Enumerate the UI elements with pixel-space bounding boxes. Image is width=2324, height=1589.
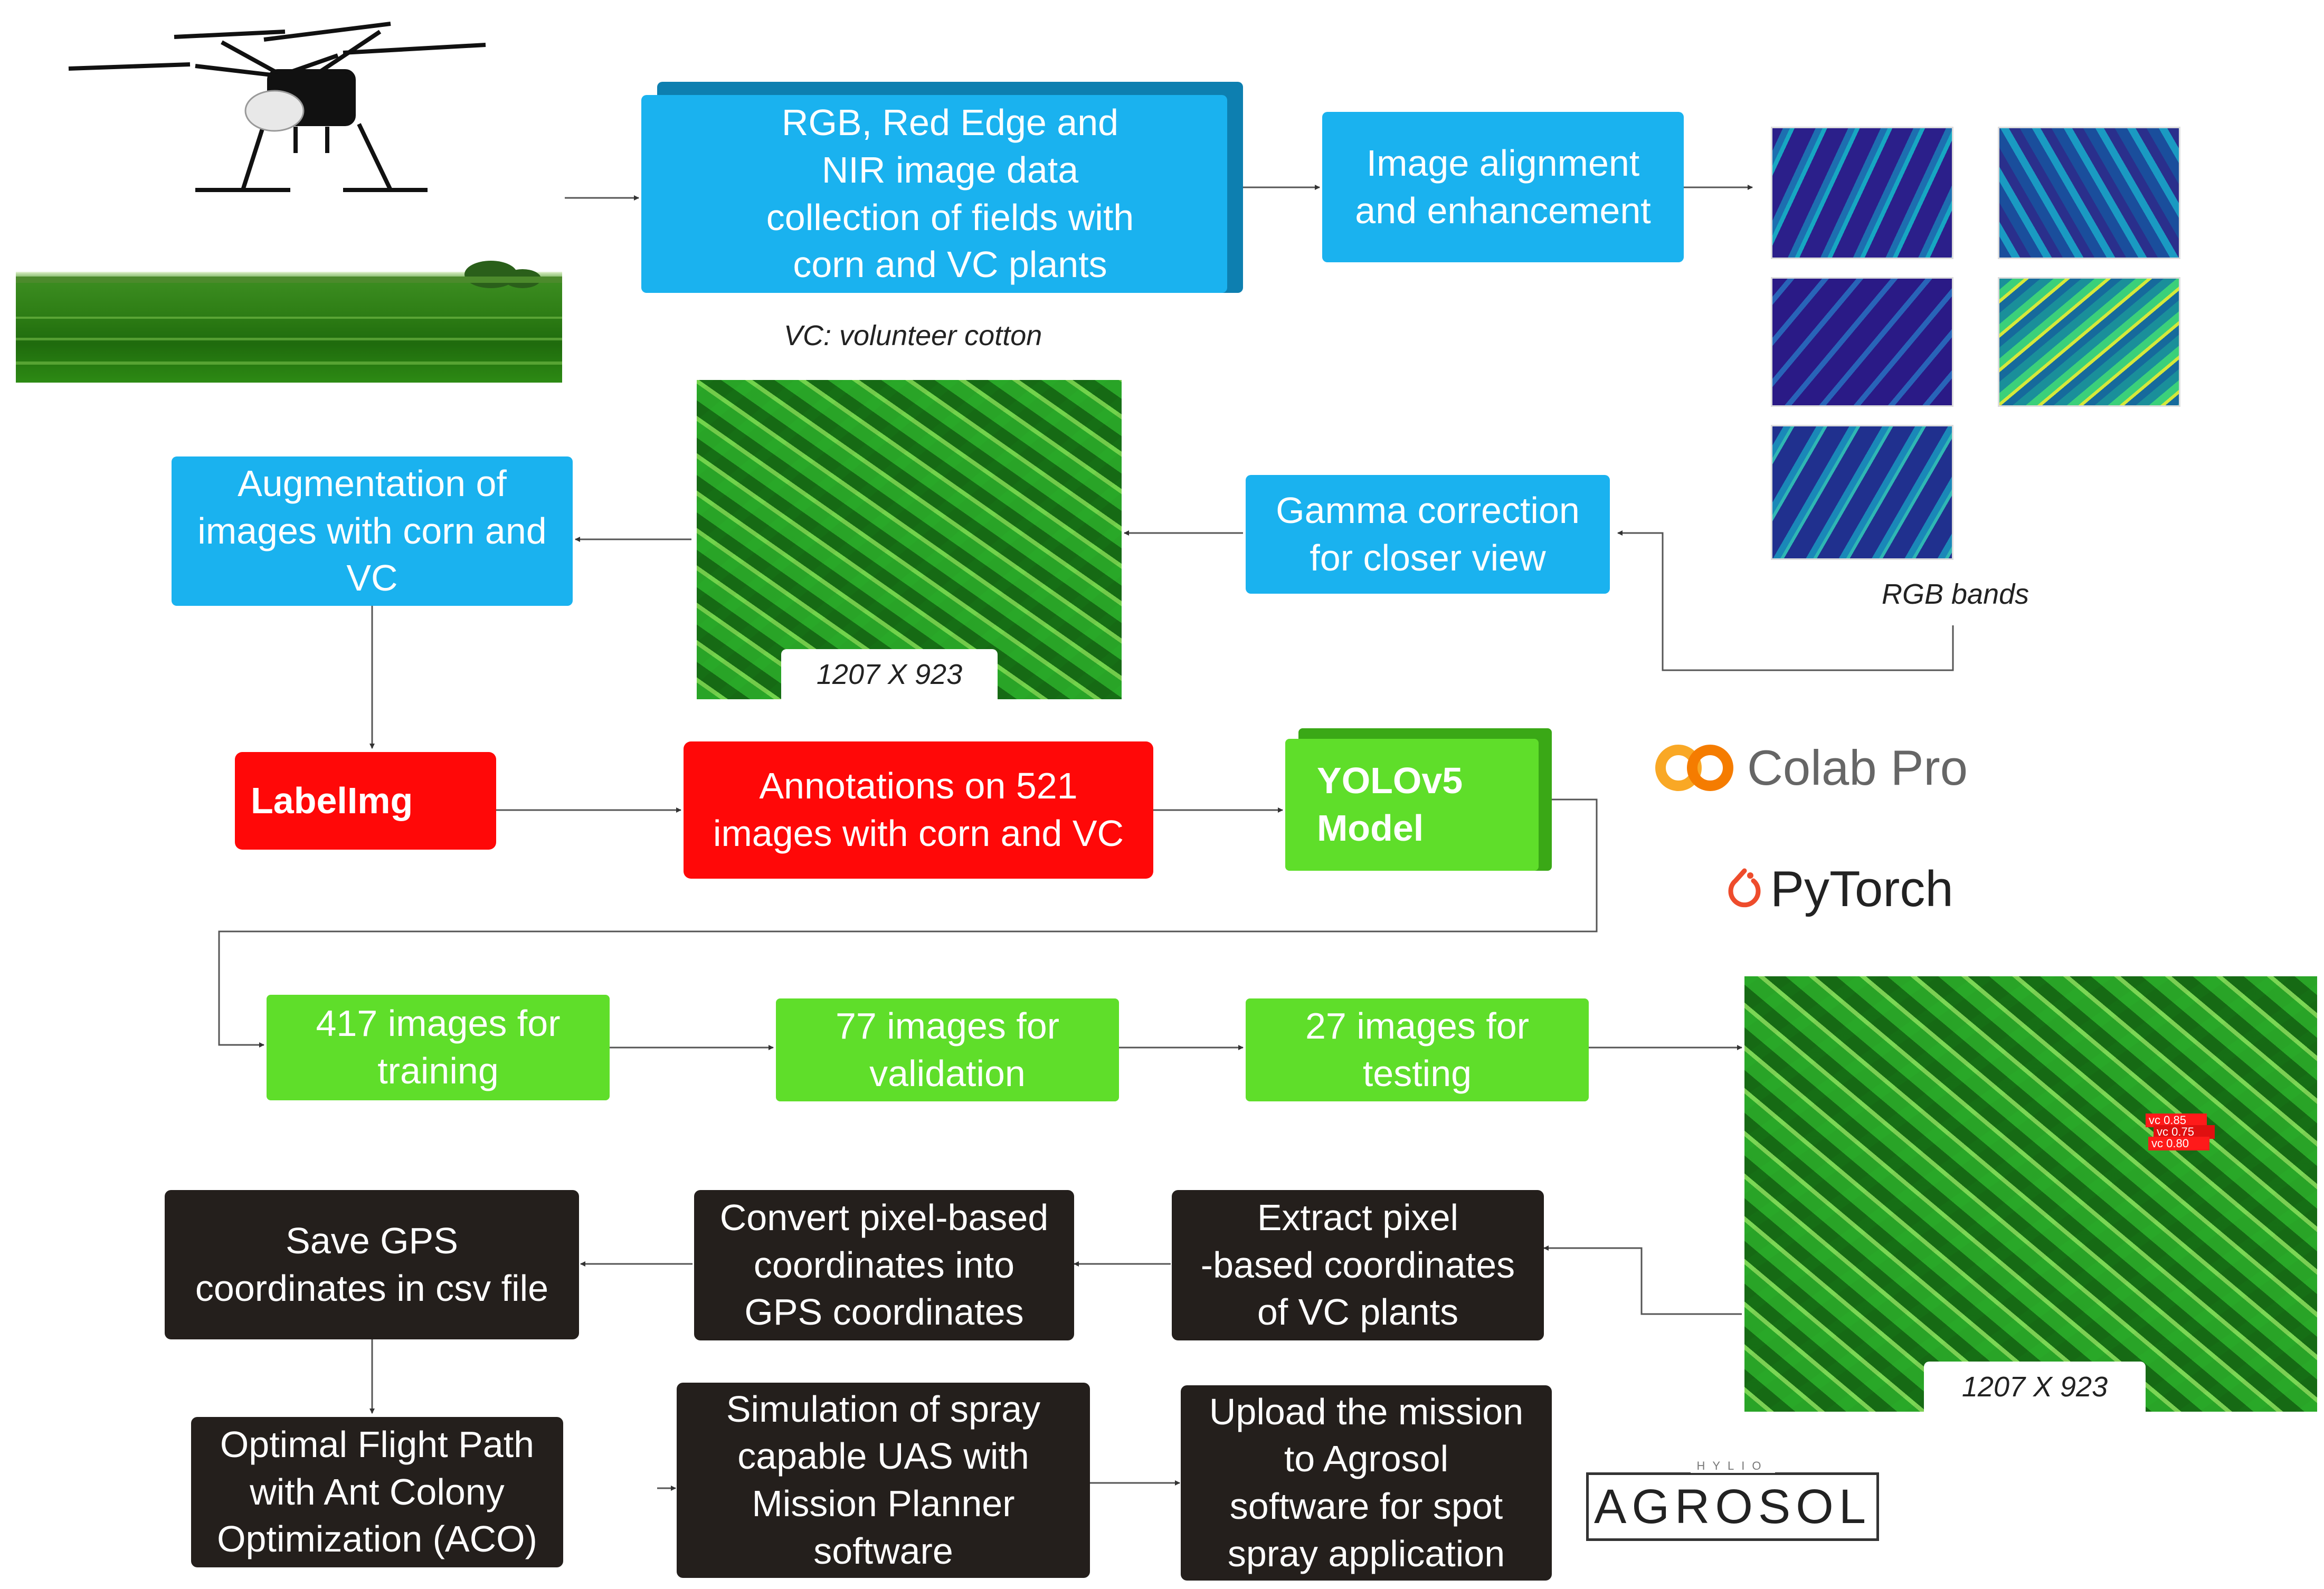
extract-box: Extract pixel -based coordinates of VC p… [1172,1190,1544,1340]
arrow-yolo-to-training [218,798,1598,1048]
yolo-text: YOLOv5 Model [1317,760,1463,849]
detection-box-2: vc 0.75 [2154,1125,2215,1139]
pytorch-logo: PyTorch [1726,860,1953,918]
labelimg-text: LabelImg [251,779,413,821]
convert-text: Convert pixel-based coordinates into GPS… [719,1197,1049,1333]
alignment-text: Image alignment and enhancement [1355,142,1651,231]
drone-image [68,22,486,192]
augmentation-box: Augmentation of images with corn and VC [172,456,573,606]
validation-text: 77 images for validation [835,1005,1060,1094]
detection-label-1: vc 0.85 [2149,1114,2186,1127]
detection-box-3: vc 0.80 [2148,1137,2209,1150]
band-heatmap-3 [1771,277,1953,407]
save-gps-text: Save GPS coordinates in csv file [195,1220,549,1309]
detection-label-2: vc 0.75 [2157,1125,2194,1138]
collection-text: RGB, Red Edge and NIR image data collect… [766,102,1134,286]
upload-text: Upload the mission to Agrosol software f… [1209,1391,1524,1574]
agrosol-text: AGROSOL [1593,1479,1871,1534]
labelimg-box: LabelImg [235,752,496,850]
gamma-box: Gamma correction for closer view [1246,475,1610,594]
save-gps-box: Save GPS coordinates in csv file [165,1190,579,1339]
band-heatmap-5 [1771,425,1953,560]
pytorch-icon [1728,868,1761,908]
arrow-bands-to-gamma [1617,530,1954,671]
optimal-path-text: Optimal Flight Path with Ant Colony Opti… [217,1424,537,1560]
band-heatmap-1 [1771,127,1953,259]
training-text: 417 images for training [316,1003,561,1091]
annotations-box: Annotations on 521 images with corn and … [684,741,1153,879]
annotations-text: Annotations on 521 images with corn and … [713,765,1124,854]
collection-box: RGB, Red Edge and NIR image data collect… [641,95,1227,293]
resolution-text-top: 1207 X 923 [816,658,963,690]
vc-note: VC: volunteer cotton [784,320,1042,351]
validation-box: 77 images for validation [776,998,1119,1101]
resolution-label-bottom: 1207 X 923 [1924,1362,2146,1412]
detection-label-3: vc 0.80 [2151,1137,2189,1150]
convert-box: Convert pixel-based coordinates into GPS… [694,1190,1074,1340]
colab-logo: Colab Pro [1652,739,1968,797]
upload-box: Upload the mission to Agrosol software f… [1181,1385,1552,1581]
training-box: 417 images for training [267,995,610,1100]
agrosol-logo: HYLIO AGROSOL [1586,1459,1879,1541]
rgb-bands-caption: RGB bands [1882,578,2029,610]
agrosol-small-text: HYLIO [1690,1459,1775,1473]
alignment-box: Image alignment and enhancement [1322,112,1684,262]
yolo-box: YOLOv5 Model [1285,739,1539,871]
colab-text: Colab Pro [1747,740,1968,795]
testing-text: 27 images for testing [1305,1005,1530,1094]
resolution-label-top: 1207 X 923 [781,649,998,699]
simulation-text: Simulation of spray capable UAS with Mis… [726,1388,1041,1572]
extract-text: Extract pixel -based coordinates of VC p… [1200,1197,1515,1333]
corn-image-top: 1207 X 923 [697,380,1122,699]
field-image [16,253,562,383]
arrow-detection-to-extract [1543,1245,1742,1315]
optimal-path-box: Optimal Flight Path with Ant Colony Opti… [191,1417,563,1567]
testing-box: 27 images for testing [1246,998,1589,1101]
simulation-box: Simulation of spray capable UAS with Mis… [677,1383,1090,1578]
band-heatmap-2 [1998,127,2180,259]
band-heatmap-4 [1998,277,2180,407]
detection-box-1: vc 0.85 [2146,1114,2207,1127]
resolution-text-bottom: 1207 X 923 [1961,1371,2108,1403]
pytorch-text: PyTorch [1770,861,1953,917]
colab-icon [1655,745,1733,791]
augmentation-text: Augmentation of images with corn and VC [197,463,547,599]
gamma-text: Gamma correction for closer view [1276,489,1580,578]
detection-image: vc 0.85 vc 0.75 vc 0.80 1207 X 923 [1744,976,2317,1412]
